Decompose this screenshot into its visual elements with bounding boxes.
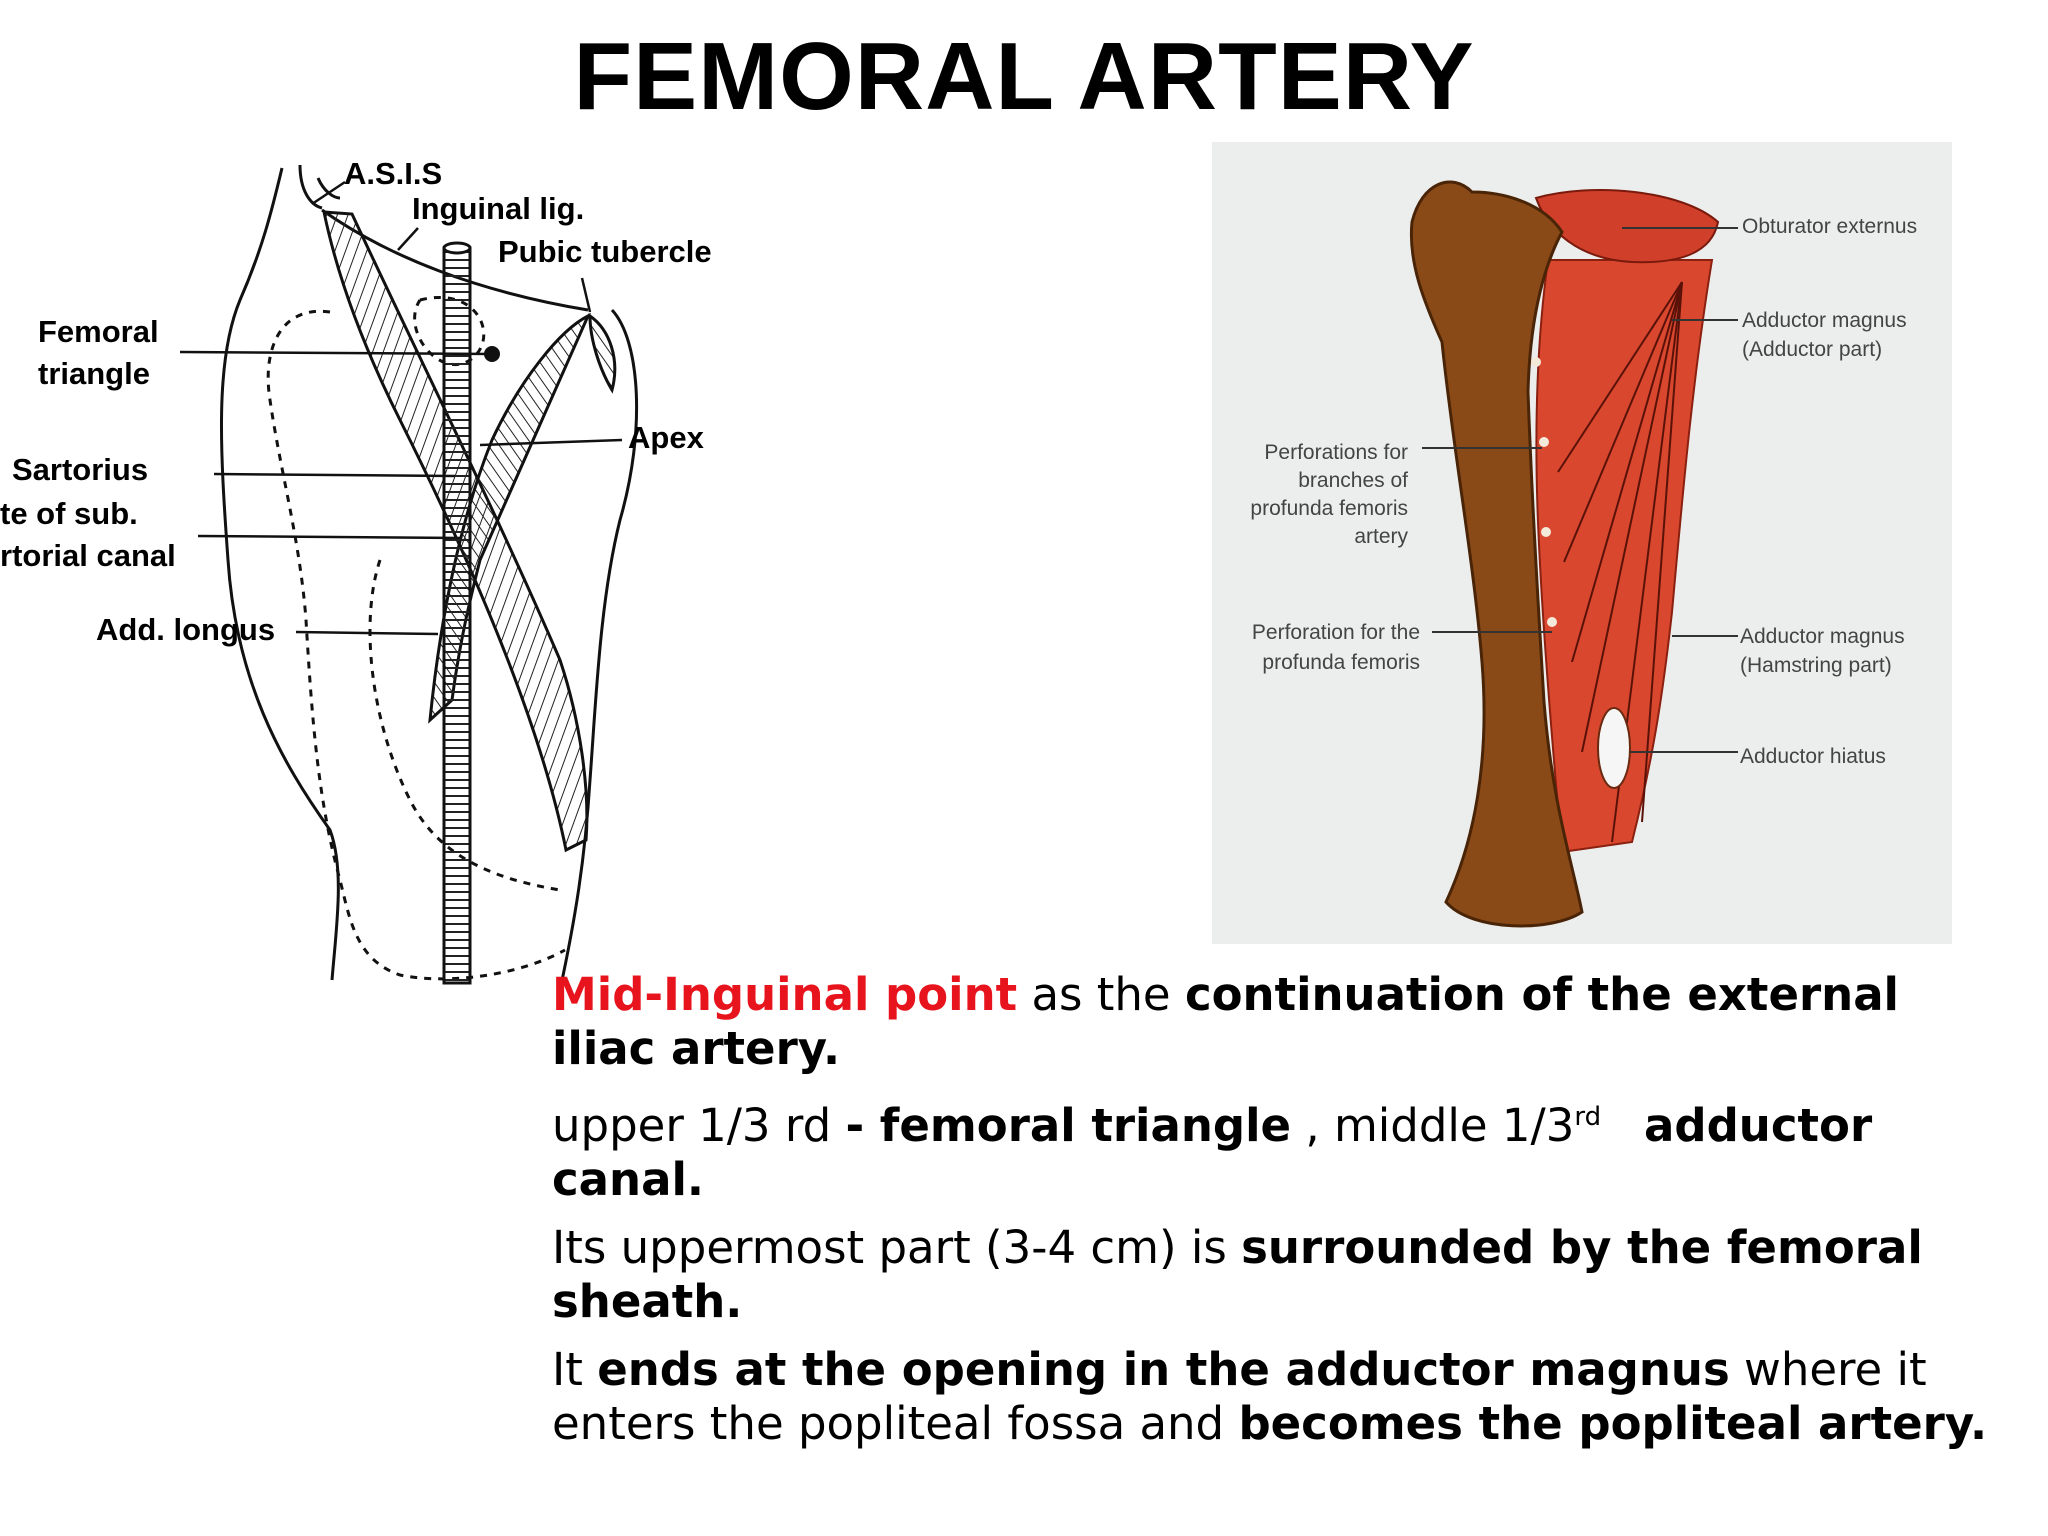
description-text: Mid-Inguinal point as the continuation o… (552, 968, 2012, 1465)
add-longus-label: Add. longus (96, 612, 275, 648)
perforations-label-2: branches of (1230, 466, 1408, 495)
pubic-tubercle-label: Pubic tubercle (498, 234, 712, 270)
femoral-artery (444, 248, 470, 983)
obturator-label: Obturator externus (1742, 212, 1917, 241)
femoral-triangle-label-2: triangle (38, 356, 150, 392)
adductor-hiatus-label: Adductor hiatus (1740, 742, 1886, 771)
paragraph-3: Its uppermost part (3-4 cm) is surrounde… (552, 1221, 2012, 1329)
mid-inguinal-highlight: Mid-Inguinal point (552, 968, 1017, 1021)
perforation-profunda-label-1: Perforation for the (1210, 618, 1420, 647)
inguinal-lig-label: Inguinal lig. (412, 191, 584, 227)
hamstring-part-label: (Hamstring part) (1740, 651, 1892, 680)
femoral-triangle-label-1: Femoral (38, 314, 159, 350)
asis-label: A.S.I.S (344, 156, 442, 192)
adductor-magnus-label-1: Adductor magnus (1742, 306, 1907, 335)
perforation-profunda-label-2: profunda femoris (1210, 648, 1420, 677)
adductor-magnus-label-2: Adductor magnus (1740, 622, 1905, 651)
site-of-sub-label: te of sub. (0, 496, 138, 532)
adductor-part-label: (Adductor part) (1742, 335, 1882, 364)
sartorial-canal-label: rtorial canal (0, 538, 176, 574)
perforations-label-1: Perforations for (1230, 438, 1408, 467)
paragraph-2: upper 1/3 rd - femoral triangle , middle… (552, 1090, 2012, 1207)
apex-label: Apex (628, 420, 704, 456)
adductor-hiatus-opening (1598, 708, 1630, 788)
paragraph-1: Mid-Inguinal point as the continuation o… (552, 968, 2012, 1076)
femoral-triangle-diagram (0, 150, 760, 1030)
perforations-label-3: profunda femoris (1210, 494, 1408, 523)
sartorius-label: Sartorius (12, 452, 148, 488)
page-title: FEMORAL ARTERY (0, 22, 2048, 132)
paragraph-4: It ends at the opening in the adductor m… (552, 1343, 2012, 1451)
perforations-label-4: artery (1230, 522, 1408, 551)
